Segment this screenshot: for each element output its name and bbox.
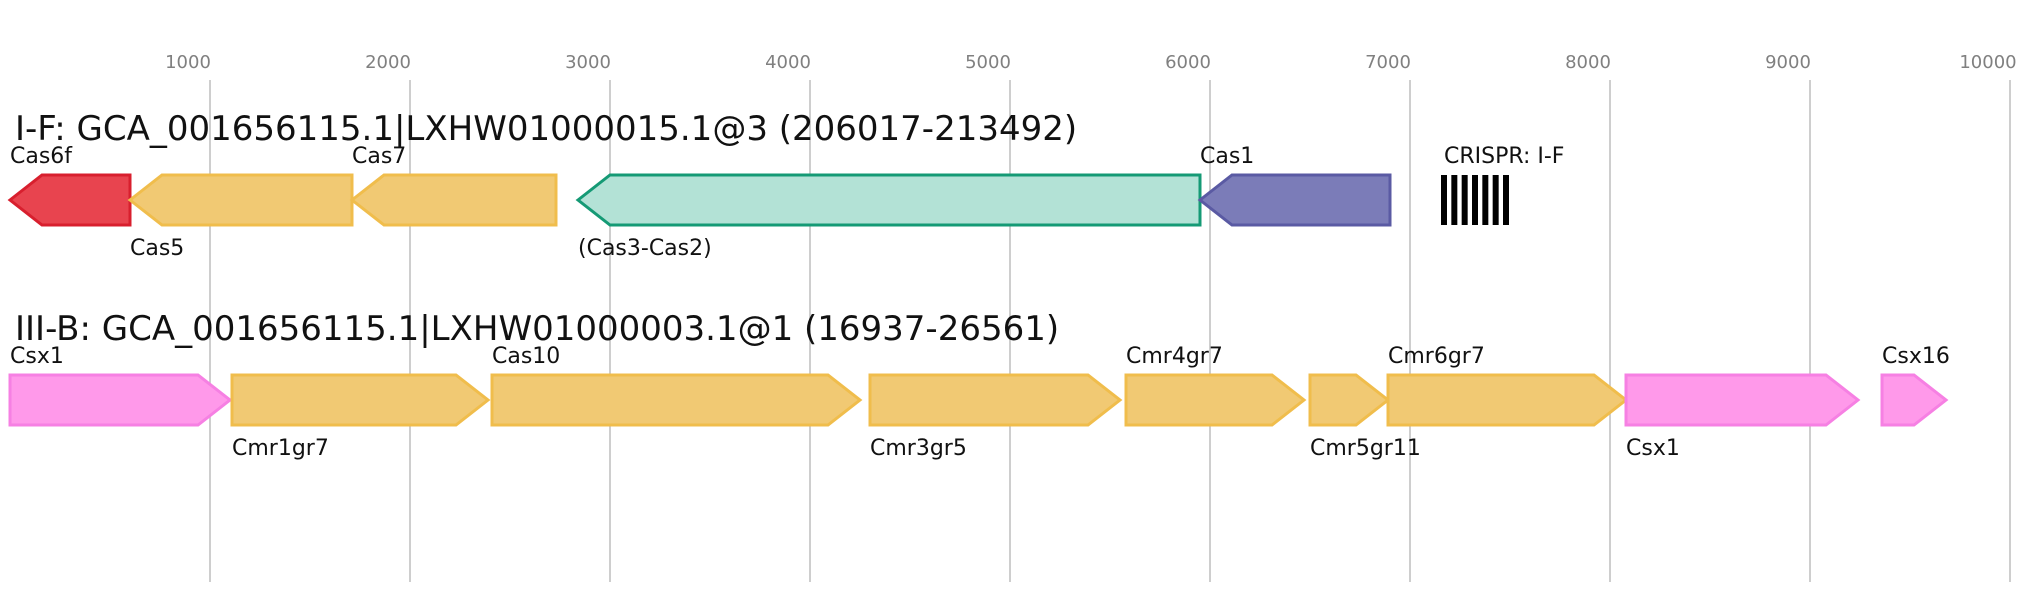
gene-arrow-cmr1gr7 [230,373,491,427]
gene-arrow-cas10 [490,373,863,427]
gene-arrow-csx1 [1624,373,1861,427]
gene-label: Cmr4gr7 [1126,344,1223,369]
axis-ticks: 1000 2000 3000 4000 5000 6000 7000 8000 9000 1000… [165,52,2017,73]
gene-label: Cas6f [10,144,73,169]
gene-label: Cmr5gr11 [1310,436,1421,461]
tick-label: 10000 [1959,52,2016,73]
gene-arrow-cmr6gr7 [1386,373,1629,427]
tick-label: 6000 [1165,52,1211,73]
gene-label: Cmr6gr7 [1388,344,1485,369]
tick-label: 2000 [365,52,411,73]
gene-arrow-csx1 [8,373,233,427]
crispr-repeat [1482,175,1489,225]
gene-arrow-csx16 [1880,373,1949,427]
gene-arrow-cmr3gr5 [868,373,1123,427]
gene-arrow-cas5 [127,173,354,227]
tick-label: 3000 [565,52,611,73]
gene-arrow-cas1 [1197,173,1392,227]
gene-arrow-cmr4gr7 [1124,373,1307,427]
gene-label: Csx1 [1626,436,1680,461]
gene-label: Cas5 [130,236,184,261]
gene-label: Cas1 [1200,144,1254,169]
track-iiib: Csx1Cmr1gr7Cas10Cmr3gr5Cmr4gr7Cmr5gr11Cm… [8,344,1950,461]
tick-label: 5000 [965,52,1011,73]
tick-label: 9000 [1765,52,1811,73]
tick-label: 4000 [765,52,811,73]
track-title-iiib: III-B: GCA_001656115.1|LXHW01000003.1@1 … [15,309,1059,349]
gene-label: Cas7 [352,144,406,169]
crispr-repeat [1472,175,1478,225]
gene-label: Csx16 [1882,344,1950,369]
crispr-repeat [1492,175,1499,225]
grid-layer [209,80,2011,582]
tick-label: 1000 [165,52,211,73]
crispr-repeat [1441,175,1447,225]
gene-arrow-cmr5gr11 [1308,373,1391,427]
track-title-if: I-F: GCA_001656115.1|LXHW01000015.1@3 (2… [15,109,1077,149]
tick-label: 7000 [1365,52,1411,73]
gene-label: Cas10 [492,344,560,369]
gene-label: Cmr3gr5 [870,436,967,461]
crispr-label: CRISPR: I-F [1444,144,1564,169]
gene-arrow-cas3-cas2 [575,173,1202,227]
tick-label: 8000 [1565,52,1611,73]
gene-arrow-cas6f [7,173,132,227]
crispr-repeat [1503,175,1509,225]
gene-label: Csx1 [10,344,64,369]
gene-label: Cmr1gr7 [232,436,329,461]
crispr-repeat [1461,175,1468,225]
gene-arrow-cas7 [349,173,558,227]
gene-label: (Cas3-Cas2) [578,236,712,261]
crispr-repeat [1451,175,1458,225]
